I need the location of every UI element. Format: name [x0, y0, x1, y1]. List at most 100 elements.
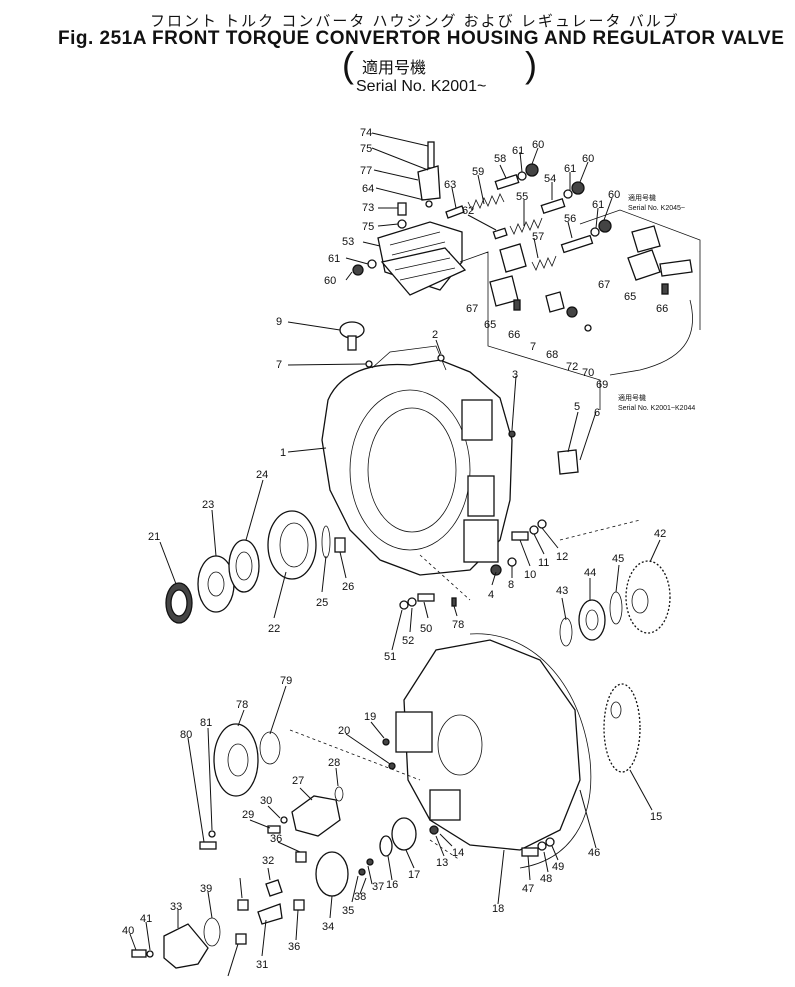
snap-ring-45 [609, 591, 623, 625]
callout: 9 [276, 316, 282, 328]
title-japanese: フロント トルク コンバータ ハウジング および レギュレータ バルブ [150, 13, 680, 30]
housing-bore-inner [367, 407, 457, 533]
bracket-77 [417, 165, 441, 201]
open-bracket-glyph: ( [342, 44, 354, 85]
callout: 5 [574, 401, 580, 413]
callout: 13 [436, 857, 448, 869]
callout: 66 [508, 329, 520, 341]
rear-housing-group [382, 633, 641, 869]
callout: 55 [516, 191, 528, 203]
regulator-valve-group [352, 141, 701, 410]
callout: 78 [236, 699, 248, 711]
alignment-line-3 [289, 729, 421, 781]
bolt-74 [427, 141, 435, 169]
seal-21-inner [170, 589, 188, 617]
callout: 44 [584, 567, 596, 579]
bolt-29 [267, 825, 281, 834]
callout: 14 [452, 847, 464, 859]
plug-13 [429, 825, 439, 835]
callout: 20 [338, 725, 350, 737]
callout: 46 [588, 847, 600, 859]
serial-applicability: ( 適用号機 Serial No. K2001~ ) [342, 47, 537, 96]
callout: 60 [608, 189, 620, 201]
callout: 10 [524, 569, 536, 581]
pump-body-34 [315, 851, 349, 897]
bushing-36-c [293, 899, 305, 911]
callout: 43 [556, 585, 568, 597]
spring-59 [467, 193, 505, 211]
plug-61-c [590, 227, 600, 237]
bearing-24 [228, 539, 260, 593]
plate-76 [380, 247, 467, 296]
callout: 6 [594, 407, 600, 419]
bolt-50 [417, 593, 435, 602]
plug-7 [365, 360, 373, 368]
washer-75b [397, 219, 407, 229]
washer-12 [537, 519, 547, 529]
variant-box-upper [579, 209, 701, 330]
callout: 4 [488, 589, 494, 601]
callout: 61 [328, 253, 340, 265]
bearing-44 [578, 599, 606, 641]
bolt-66-right [661, 283, 669, 295]
callout: 7 [530, 341, 536, 353]
o-ring-39 [203, 917, 221, 947]
callout: 75 [362, 221, 374, 233]
variant-upper-serial: Serial No. K2045~ [628, 205, 685, 212]
retainer-22-inner [279, 522, 309, 568]
callout: 78 [452, 619, 464, 631]
bolt-47 [521, 847, 539, 857]
nut-60-a [525, 163, 539, 177]
washer-8 [507, 557, 517, 567]
bushing-36-a [295, 851, 307, 863]
right-gear-group [559, 560, 671, 647]
washer-81 [208, 830, 216, 838]
housing-lower-pad [463, 519, 499, 563]
bushing-36-b [237, 899, 249, 911]
callout: 69 [596, 379, 608, 391]
plug-61-a [517, 171, 527, 181]
callout: 27 [292, 775, 304, 787]
housing-side-pad [461, 399, 493, 441]
snap-ring-25 [321, 525, 331, 559]
shaft-31 [257, 903, 283, 925]
plug-61-left [367, 259, 377, 269]
callout: 22 [268, 623, 280, 635]
callout: 32 [262, 855, 274, 867]
callout: 64 [362, 183, 374, 195]
pump-group [131, 723, 417, 969]
callout: 66 [656, 303, 668, 315]
callout: 73 [362, 202, 374, 214]
callout: 17 [408, 869, 420, 881]
alignment-line-1 [419, 554, 471, 601]
snap-ring-43 [559, 617, 573, 647]
callout: 35 [342, 905, 354, 917]
callout: 19 [364, 711, 376, 723]
bearing-44-inner [585, 609, 599, 631]
spring-57 [531, 255, 557, 271]
variant-lower-serial: Serial No. K2001~K2044 [618, 405, 695, 412]
washer-52 [407, 597, 417, 607]
washer-51 [399, 600, 409, 610]
callout: 38 [354, 891, 366, 903]
part-70 [584, 324, 592, 332]
nut-60-b [571, 181, 585, 195]
callout: 41 [140, 913, 152, 925]
left-bearing-group [165, 510, 346, 624]
seal-16 [379, 835, 393, 857]
callout: 18 [492, 903, 504, 915]
part-68 [545, 291, 565, 313]
callout: 60 [324, 275, 336, 287]
callout: 49 [552, 861, 564, 873]
wire-69 [609, 299, 693, 376]
callout: 61 [564, 163, 576, 175]
alignment-line-2 [559, 519, 641, 541]
callout: 30 [260, 795, 272, 807]
washer-48 [537, 841, 547, 851]
plug-4 [490, 564, 502, 576]
variant-box-lower [459, 251, 601, 410]
nut-60-left [352, 264, 364, 276]
callout: 62 [462, 205, 474, 217]
callout: 31 [256, 959, 268, 971]
bolt-80 [199, 841, 217, 850]
